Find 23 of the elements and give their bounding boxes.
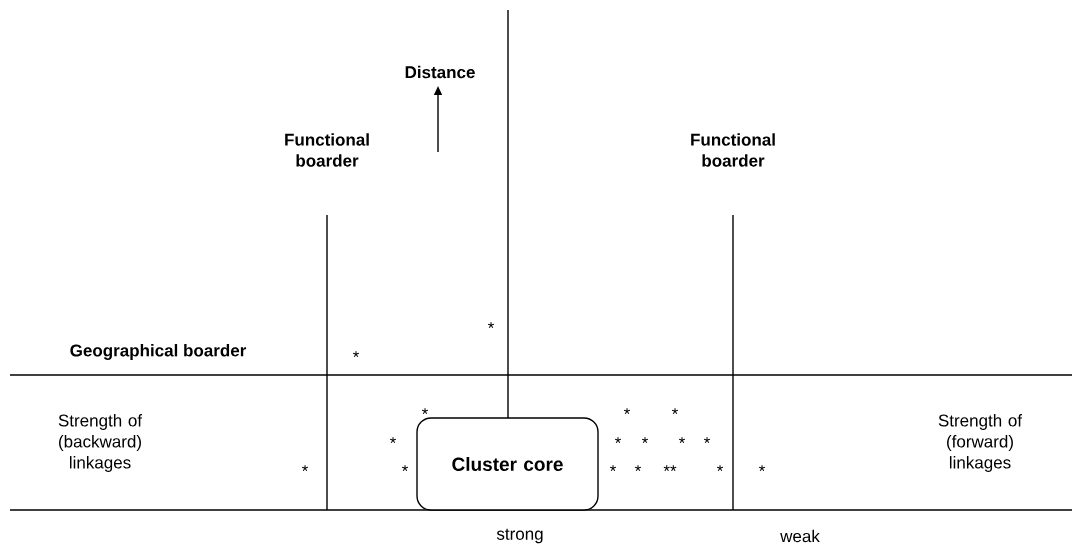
asterisk-mark: * bbox=[703, 437, 711, 444]
asterisk-mark: * bbox=[301, 465, 309, 472]
axis-label: Geographical boarder bbox=[70, 344, 247, 360]
asterisk-mark: * bbox=[671, 408, 679, 415]
linkage-label: Strength of (backward) linkages bbox=[58, 414, 143, 472]
asterisk-mark: * bbox=[716, 465, 724, 472]
asterisk-mark: * bbox=[614, 437, 622, 444]
linkage-label: Strength of (forward) linkages bbox=[938, 414, 1023, 472]
asterisk-mark: * bbox=[389, 437, 397, 444]
asterisk-mark: * bbox=[758, 465, 766, 472]
asterisk-mark: * bbox=[623, 408, 631, 415]
asterisk-mark: * bbox=[678, 437, 686, 444]
asterisk-mark: * bbox=[634, 465, 642, 472]
asterisk-mark: * bbox=[352, 351, 360, 358]
axis-label: weak bbox=[780, 529, 820, 543]
asterisk-mark: ** bbox=[663, 465, 677, 472]
core-box: Cluster core bbox=[416, 417, 599, 511]
axis-label: Distance bbox=[405, 65, 475, 79]
axis-label: strong bbox=[496, 528, 543, 544]
border-label: Functional boarder bbox=[285, 133, 369, 167]
asterisk-mark: * bbox=[487, 322, 495, 329]
asterisk-mark: * bbox=[641, 437, 649, 444]
border-label: Functional boarder bbox=[691, 133, 775, 167]
